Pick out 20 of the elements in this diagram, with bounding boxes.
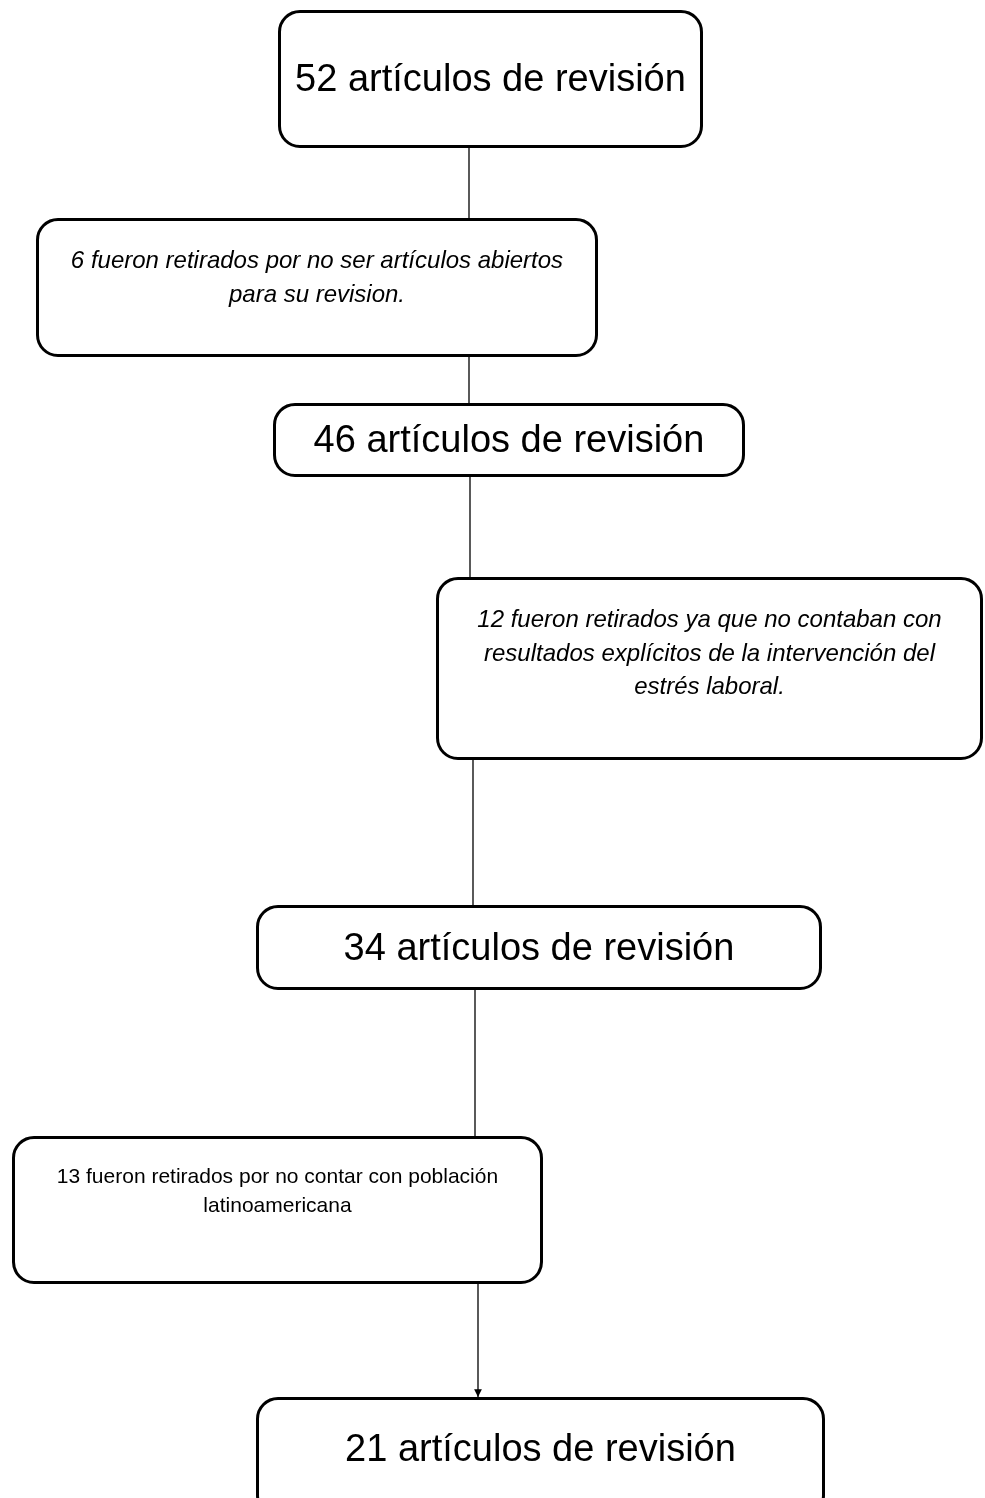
connector-line — [474, 989, 476, 1137]
connector-line — [472, 759, 474, 906]
process-box — [436, 577, 983, 760]
process-box — [256, 905, 822, 990]
box-text: 46 artículos de revisión — [313, 417, 705, 463]
connector-line — [468, 147, 470, 219]
box-text: 12 fueron retirados ya que no contaban con resultados explícitos de la intervención del estrés laboral. — [476, 604, 943, 702]
process-box — [273, 403, 745, 477]
process-box — [12, 1136, 543, 1284]
box-text: 52 artículos de revisión — [295, 56, 686, 102]
connector-line — [474, 1283, 482, 1398]
box-text: 6 fueron retirados por no ser artículos abiertos para su revision. — [69, 245, 565, 309]
connector-line — [469, 476, 471, 578]
connector-line — [468, 356, 470, 404]
process-box — [36, 218, 598, 357]
box-text: 21 artículos de revisión — [345, 1426, 736, 1471]
box-text: 34 artículos de revisión — [343, 924, 735, 970]
process-box — [256, 1397, 825, 1498]
box-text: 13 fueron retirados por no contar con población latinoamericana — [55, 1163, 500, 1219]
process-box — [278, 10, 703, 148]
